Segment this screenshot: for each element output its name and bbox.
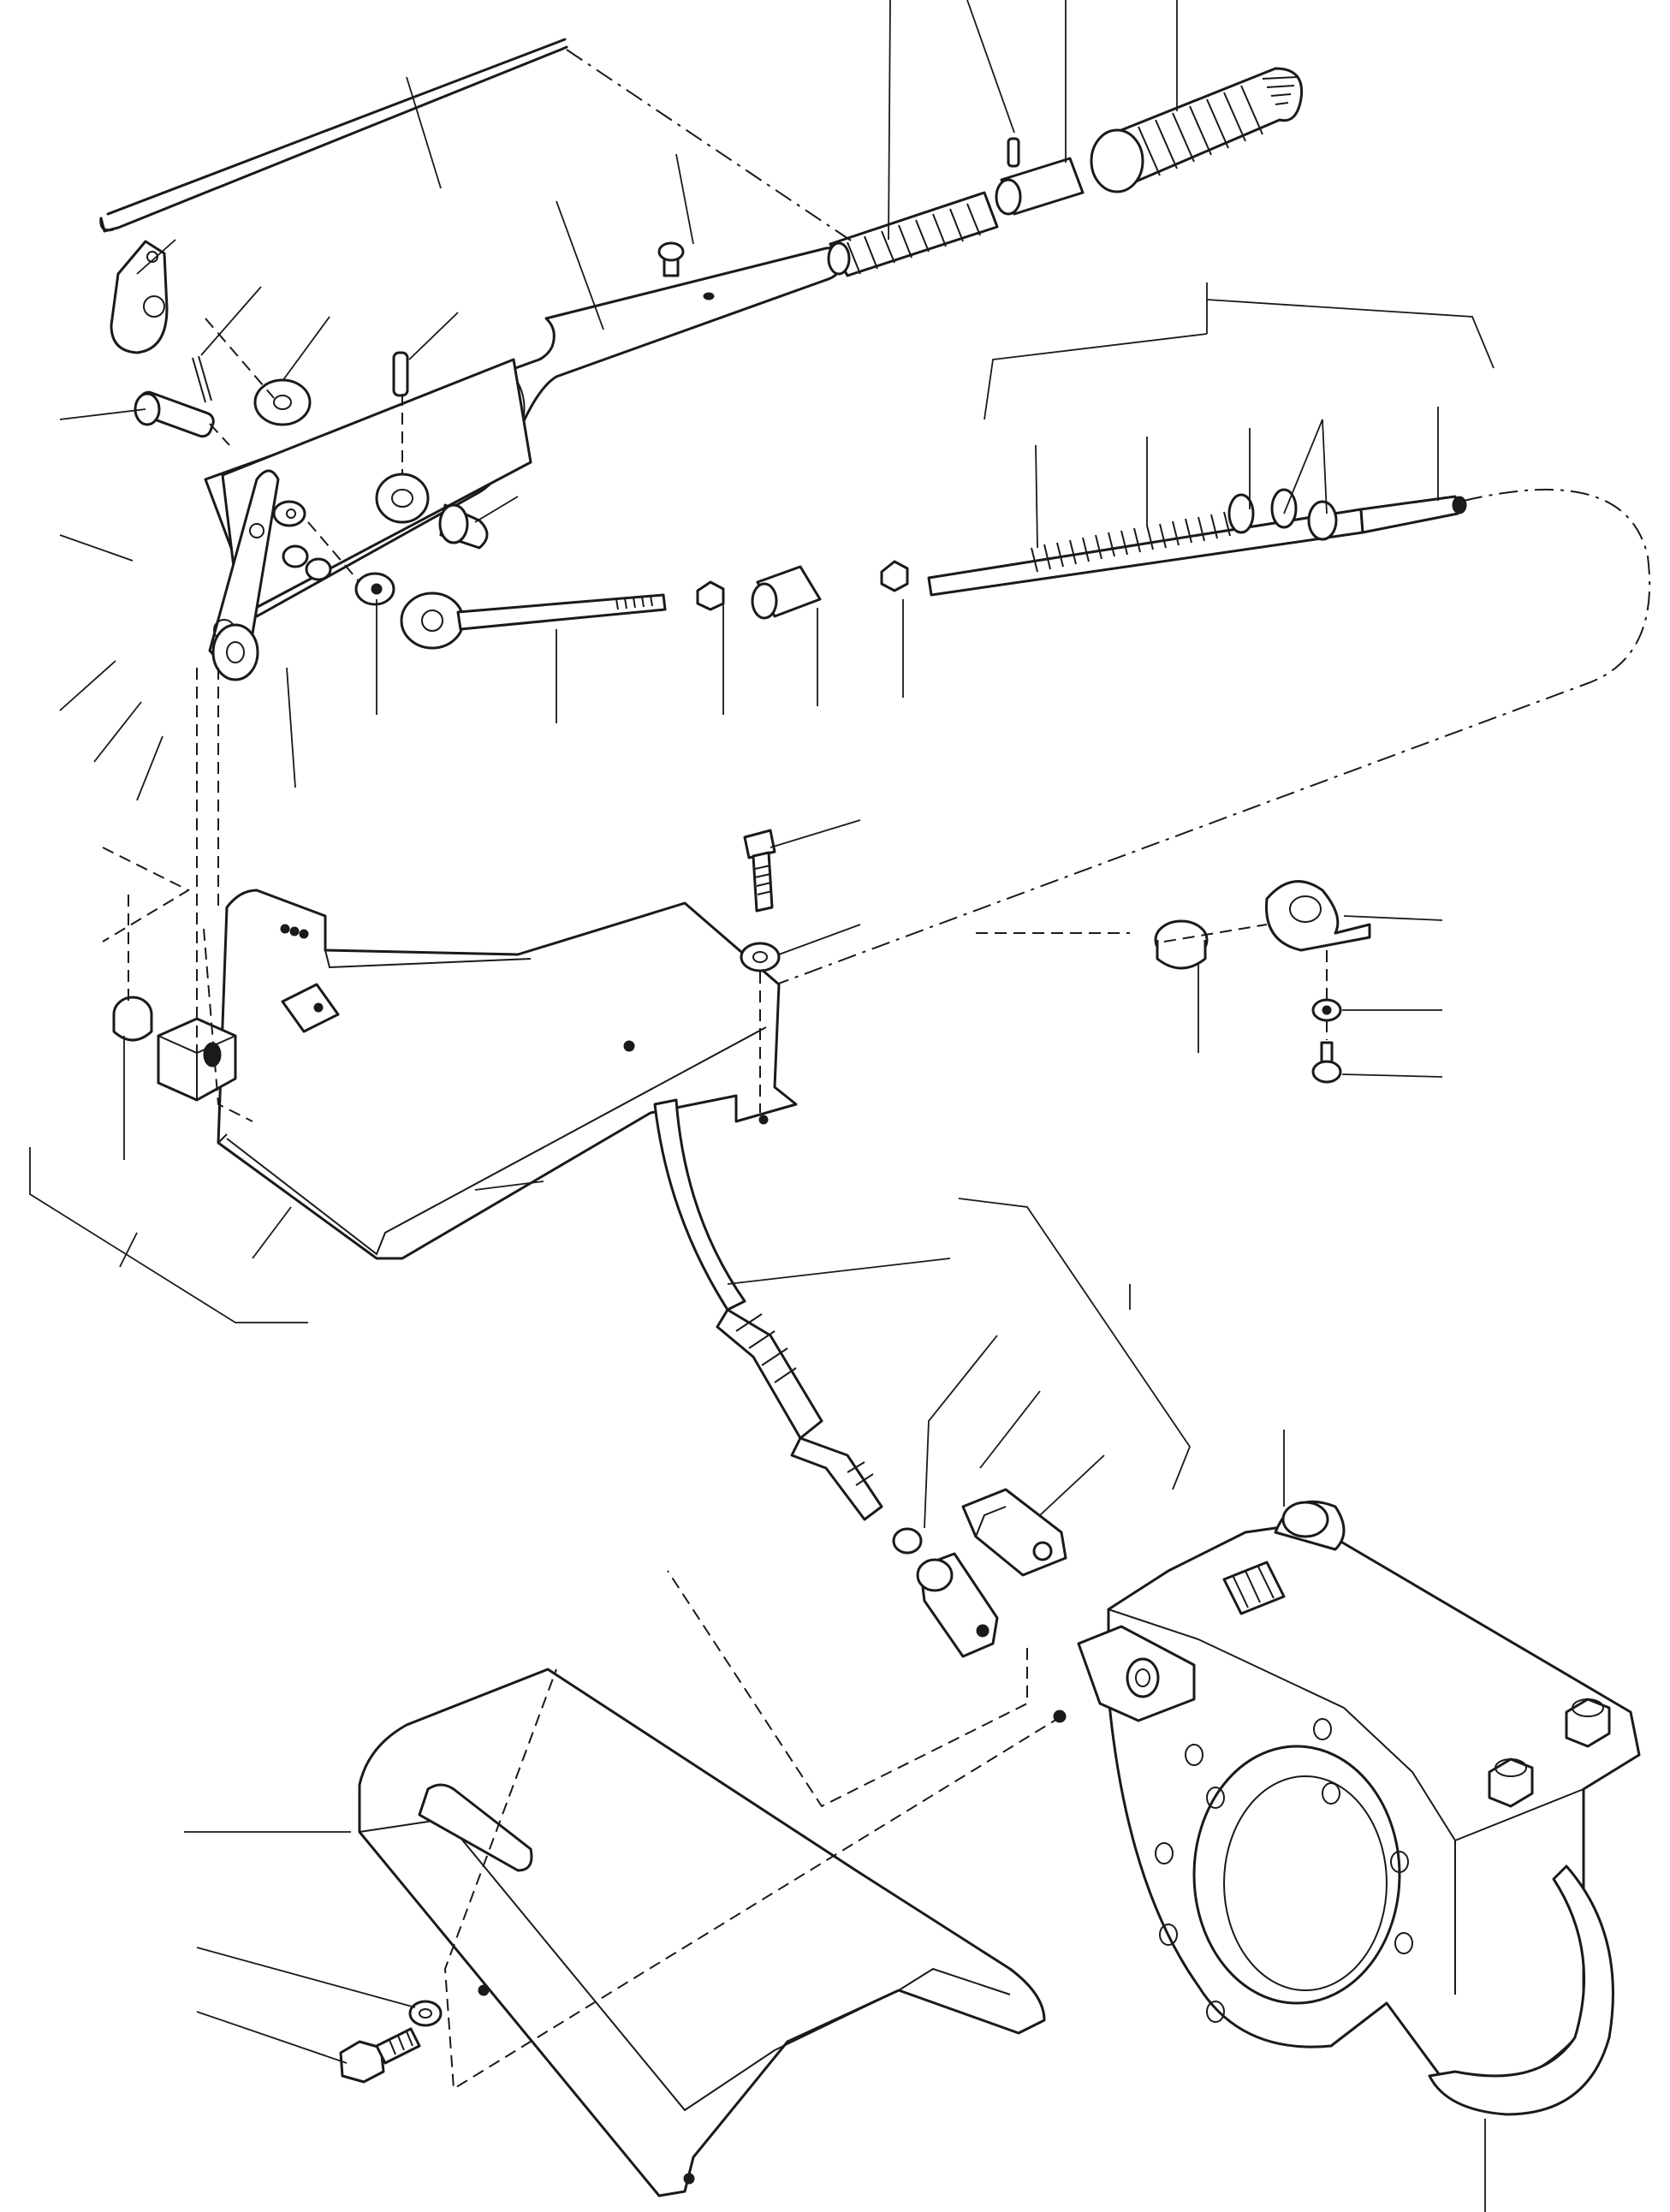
brake-disc	[1428, 1864, 1614, 2116]
caliper-bolt-2	[1488, 1757, 1534, 1808]
bracket-bolt	[743, 829, 776, 913]
small-screw	[657, 241, 685, 277]
cable-route-arc	[752, 488, 1651, 994]
lower-cable	[653, 1098, 923, 1555]
lower-cover	[358, 1668, 1046, 2197]
upper-rod	[99, 38, 568, 233]
grip-pin	[1007, 137, 1020, 168]
cable-lock-nut	[892, 1527, 923, 1555]
cable-end-spring	[927, 488, 1467, 597]
pawl-plate	[110, 240, 169, 354]
adjuster-assembly	[272, 488, 1651, 994]
mounting-bracket	[217, 889, 798, 1260]
adjuster-eye-rod	[400, 592, 667, 650]
caliper-bolt-1	[1565, 1698, 1611, 1748]
clevis-pin	[134, 390, 215, 438]
p-clip	[1265, 880, 1371, 952]
clevis-clip	[961, 1488, 1067, 1577]
cover-washer	[408, 2000, 443, 2027]
handle-grip-group	[827, 67, 1304, 277]
return-spring	[827, 191, 999, 277]
clevis-fork	[916, 1552, 999, 1658]
nut-small-pair	[282, 544, 332, 581]
roll-pin	[392, 351, 409, 397]
bracket-washer	[740, 942, 781, 972]
cable-clip-group	[1154, 880, 1371, 1084]
bracket-bushing	[112, 996, 153, 1042]
split-pin	[192, 355, 212, 403]
hex-nut-1	[696, 580, 725, 611]
washer-1	[253, 378, 312, 426]
hex-nut-2	[880, 560, 909, 592]
square-nut-weld	[281, 983, 340, 1033]
pivot-pin-upper	[438, 503, 489, 550]
rubber-grommet	[1154, 919, 1209, 970]
callout-leaders	[29, 0, 1495, 2212]
cover-slot	[418, 1783, 533, 1872]
brake-caliper	[1053, 1500, 1641, 2116]
adjuster-sleeve	[751, 565, 822, 620]
clip-screw	[1311, 1041, 1342, 1084]
rubber-grip	[1090, 67, 1304, 193]
cover-bolt	[339, 2027, 421, 2084]
assembly-centerlines	[102, 49, 1328, 2090]
mount-holes	[1155, 1718, 1413, 2023]
upper-lever-assembly	[99, 38, 845, 681]
grip-sleeve	[995, 157, 1085, 216]
washer-2	[272, 500, 306, 527]
bushing-collar	[375, 473, 430, 524]
